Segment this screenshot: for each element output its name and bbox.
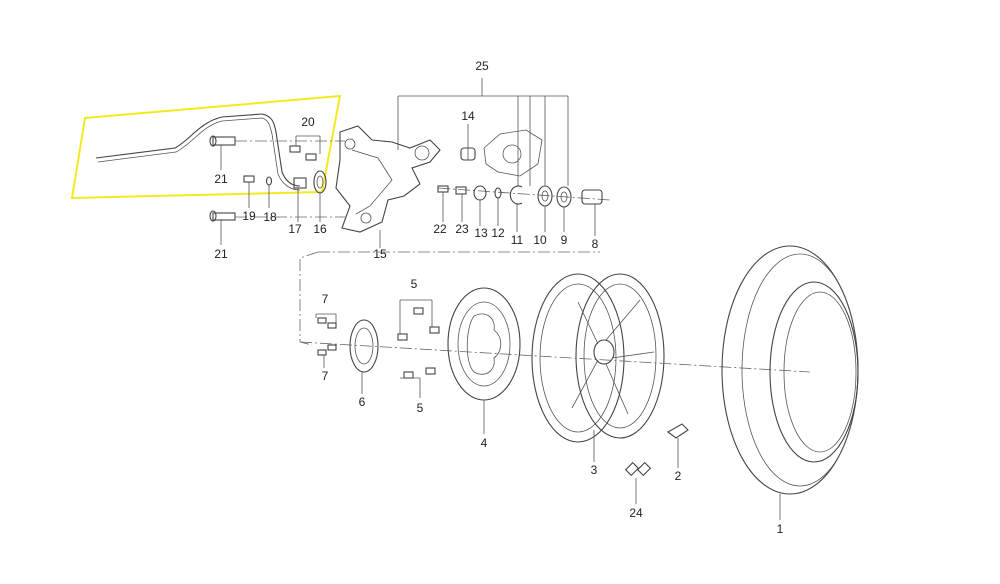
callout-21-upper: 21 bbox=[214, 172, 228, 186]
washer-12 bbox=[494, 187, 502, 199]
callout-9: 9 bbox=[561, 233, 568, 247]
callout-15: 15 bbox=[373, 247, 387, 261]
callout-1: 1 bbox=[777, 522, 784, 536]
callout-5-lower: 5 bbox=[417, 401, 424, 415]
collar-23 bbox=[455, 186, 467, 195]
bolts-7 bbox=[315, 313, 337, 356]
bolt-21-upper bbox=[209, 135, 236, 147]
spacer-13 bbox=[473, 185, 487, 201]
callout-11: 11 bbox=[511, 233, 524, 247]
callout-10: 10 bbox=[533, 233, 547, 247]
callout-21-lower: 21 bbox=[214, 247, 228, 261]
banjo-bolt-17 bbox=[293, 177, 307, 189]
callout-7-lower: 7 bbox=[322, 369, 329, 383]
callout-14: 14 bbox=[461, 109, 475, 123]
callout-13: 13 bbox=[474, 226, 488, 240]
callout-16: 16 bbox=[313, 222, 327, 236]
callout-20: 20 bbox=[301, 115, 315, 129]
brake-disc-4 bbox=[447, 287, 521, 401]
wheel-rim-3 bbox=[531, 273, 665, 443]
bearing-10 bbox=[537, 185, 553, 207]
callout-12: 12 bbox=[491, 226, 505, 240]
bolt-22 bbox=[437, 185, 449, 193]
valve-2 bbox=[667, 423, 689, 439]
callout-18: 18 bbox=[263, 210, 277, 224]
callout-2: 2 bbox=[675, 469, 682, 483]
callout-25: 25 bbox=[475, 59, 489, 73]
callout-17: 17 bbox=[288, 222, 302, 236]
callout-22: 22 bbox=[433, 222, 447, 236]
callout-19: 19 bbox=[242, 209, 256, 223]
bolt-21-lower bbox=[209, 210, 236, 222]
group-bracket-25 bbox=[397, 78, 569, 186]
axle-nut-8 bbox=[581, 189, 603, 205]
callout-5-upper: 5 bbox=[411, 277, 418, 291]
washer-18 bbox=[265, 176, 273, 186]
brake-hose bbox=[95, 113, 301, 187]
callout-4: 4 bbox=[481, 436, 488, 450]
callout-3: 3 bbox=[591, 463, 598, 477]
bolts-5 bbox=[397, 299, 440, 379]
callout-7-upper: 7 bbox=[322, 292, 329, 306]
swing-arm-15 bbox=[335, 125, 441, 233]
engine-reference-sketch bbox=[483, 129, 543, 177]
small-bolt-19 bbox=[243, 175, 255, 183]
pulse-ring-6 bbox=[349, 319, 379, 373]
callout-6: 6 bbox=[359, 395, 366, 409]
tyre-1 bbox=[721, 245, 859, 495]
bleeder-20 bbox=[289, 145, 317, 161]
circlip-11 bbox=[509, 185, 523, 205]
callout-8: 8 bbox=[592, 237, 599, 251]
balance-weights-24 bbox=[624, 461, 652, 477]
callout-23: 23 bbox=[455, 222, 469, 236]
callout-24: 24 bbox=[629, 506, 643, 520]
